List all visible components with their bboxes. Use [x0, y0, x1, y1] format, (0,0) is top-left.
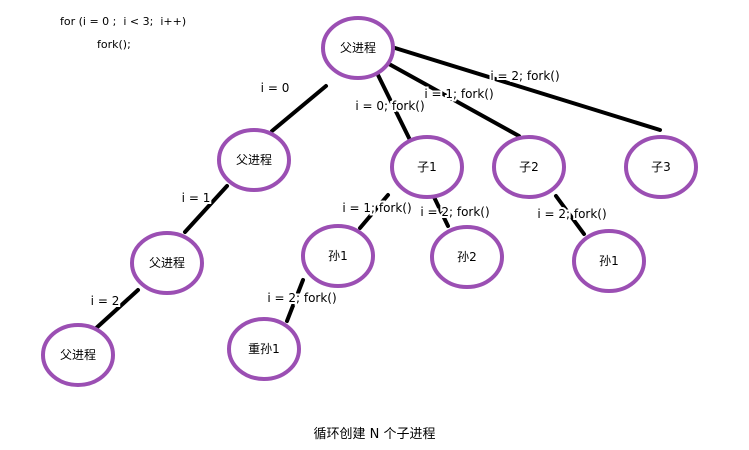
node-label-g2: 孙2: [457, 250, 477, 264]
node-c3: 子3: [624, 135, 698, 199]
edge-label-root-c2: i = 1; fork(): [424, 87, 493, 101]
node-ellipse-c2: [492, 135, 566, 199]
node-label-g3: 孙1: [599, 254, 619, 268]
node-label-root: 父进程: [340, 40, 376, 55]
edge-label-c1-g1: i = 1; fork(): [342, 201, 411, 215]
edge-root-p1: [270, 84, 328, 133]
edge-root-c2: [387, 62, 521, 138]
edge-label-c2-g3: i = 2; fork(): [537, 207, 606, 221]
node-g2: 孙2: [430, 225, 504, 289]
edge-label-p2-p3: i = 2: [91, 294, 120, 308]
node-ellipse-g3: [572, 229, 646, 293]
node-c2: 子2: [492, 135, 566, 199]
edge-label-p1-p2: i = 1: [182, 191, 211, 205]
node-ellipse-root: [321, 16, 395, 80]
node-ellipse-p1: [217, 128, 291, 192]
node-label-c2: 子2: [519, 160, 539, 174]
node-label-c3: 子3: [651, 160, 671, 174]
node-p1: 父进程: [217, 128, 291, 192]
node-ellipse-c3: [624, 135, 698, 199]
node-label-c1: 子1: [417, 160, 437, 174]
node-root: 父进程: [321, 16, 395, 80]
node-label-g1: 孙1: [328, 249, 348, 263]
edge-label-root-c3: i = 2; fork(): [490, 69, 559, 83]
edge-c1-g1: [358, 193, 390, 230]
node-g3: 孙1: [572, 229, 646, 293]
node-ellipse-p3: [41, 323, 115, 387]
edge-label-root-p1: i = 0: [261, 81, 290, 95]
edge-labels-layer: i = 0i = 0; fork()i = 1; fork()i = 2; fo…: [89, 67, 609, 310]
node-ellipse-g2: [430, 225, 504, 289]
edge-p1-p2: [183, 184, 229, 234]
edge-label-c1-g2: i = 2; fork(): [420, 205, 489, 219]
node-p2: 父进程: [130, 231, 204, 295]
edge-label-root-c1: i = 0; fork(): [355, 99, 424, 113]
edge-root-c3: [393, 46, 662, 132]
node-ellipse-g1: [301, 224, 375, 288]
edge-root-c1: [376, 73, 412, 142]
edge-c1-g2: [432, 195, 450, 228]
node-ellipse-c1: [390, 135, 464, 199]
edges-layer: [91, 46, 662, 333]
node-label-gg1: 重孙1: [248, 342, 280, 356]
node-gg1: 重孙1: [227, 317, 301, 381]
edge-p2-p3: [91, 288, 140, 333]
code-line-for: for (i = 0 ; i < 3; i++): [60, 15, 187, 28]
node-p3: 父进程: [41, 323, 115, 387]
node-ellipse-gg1: [227, 317, 301, 381]
code-line-fork: fork();: [97, 38, 131, 51]
node-ellipse-p2: [130, 231, 204, 295]
edge-label-g1-gg1: i = 2; fork(): [267, 291, 336, 305]
node-g1: 孙1: [301, 224, 375, 288]
edge-g1-gg1: [285, 278, 305, 323]
node-c1: 子1: [390, 135, 464, 199]
node-label-p1: 父进程: [236, 152, 272, 167]
figure-caption: 循环创建 N 个子进程: [313, 427, 436, 442]
node-label-p2: 父进程: [149, 255, 185, 270]
node-label-p3: 父进程: [60, 347, 96, 362]
edge-c2-g3: [554, 194, 586, 236]
